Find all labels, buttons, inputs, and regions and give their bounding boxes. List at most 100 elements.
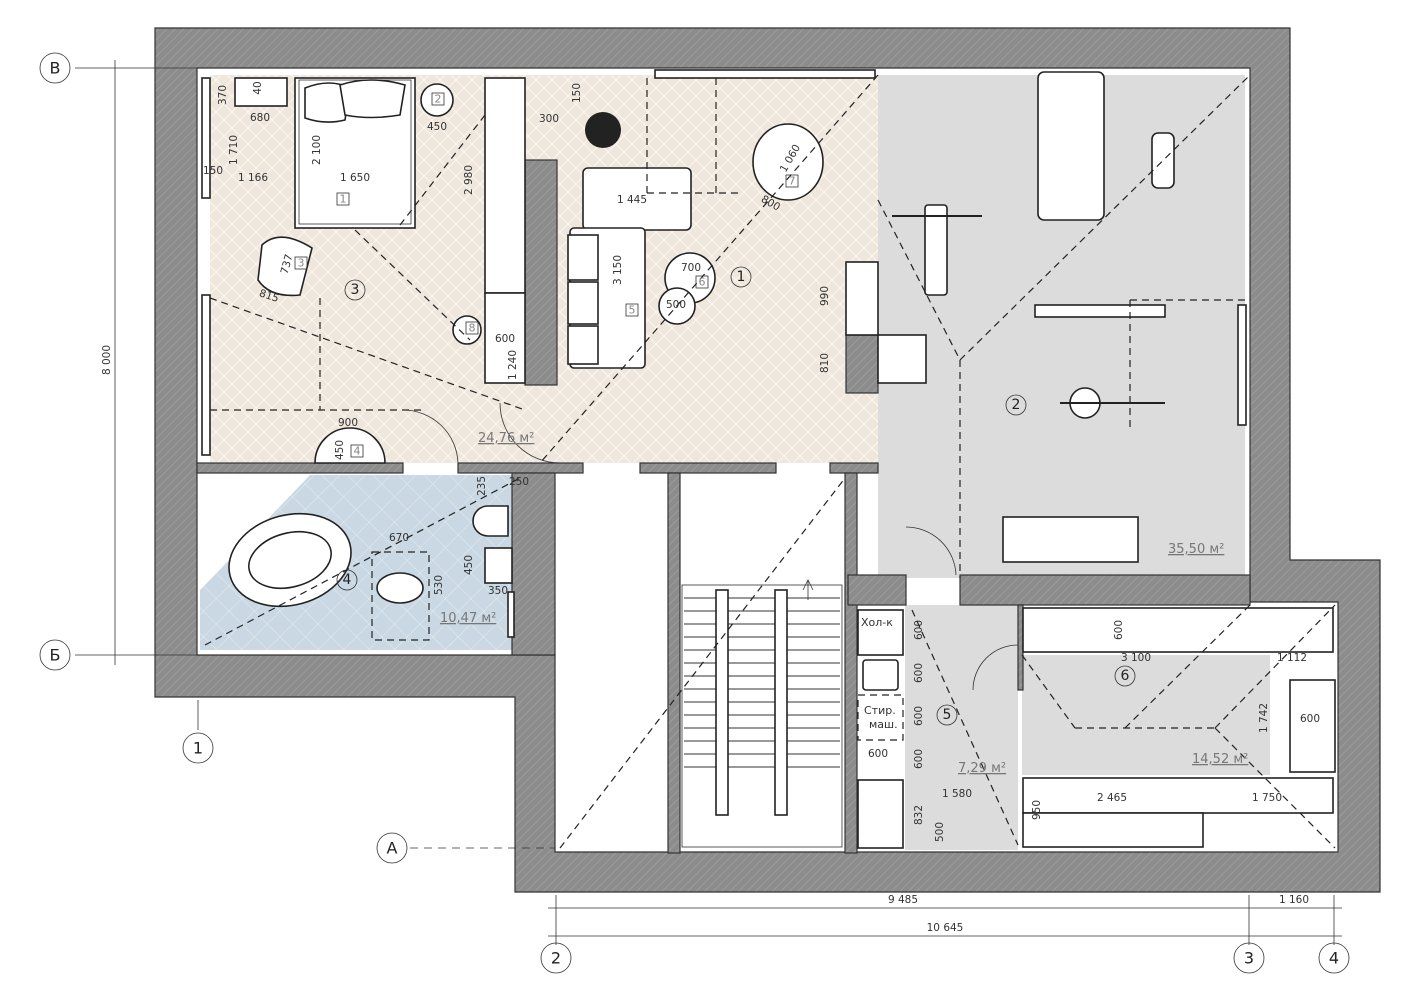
dimension: 3 100 xyxy=(1121,652,1151,664)
dimension: 150 xyxy=(571,83,583,103)
dimension: 250 xyxy=(509,476,529,488)
dimension: 300 xyxy=(539,113,559,125)
tv-unit xyxy=(845,261,879,336)
room-number-2: 2 xyxy=(1012,397,1021,413)
nightstand xyxy=(234,77,288,107)
appliance-labels: Хол-к Стир. маш. xyxy=(861,616,898,731)
furniture-tag: 3 xyxy=(298,257,305,270)
dimension: 815 xyxy=(258,287,281,305)
room-2-gym-floor xyxy=(878,75,1245,578)
dimension: 40 xyxy=(252,81,264,94)
washbasin xyxy=(376,572,424,604)
dimension: 600 xyxy=(1113,620,1125,640)
furniture-tag: 5 xyxy=(629,304,636,317)
room-6-floor xyxy=(1022,655,1270,775)
dimension: 600 xyxy=(1300,713,1320,725)
room-area-1: 24,76 м² xyxy=(478,431,534,446)
bedroom-furniture xyxy=(201,77,526,464)
dimension-labels: 370 40 680 1 710 150 1 166 1 650 2 100 4… xyxy=(203,81,1320,842)
axis-label-b: Б xyxy=(50,646,61,665)
grid-axes: В Б А 1 2 3 4 8 000 9 485 1 160 10 645 xyxy=(39,52,1350,974)
dimension: 737 xyxy=(279,253,296,275)
room-area-4: 10,47 м² xyxy=(440,611,496,626)
total-span-dim: 10 645 xyxy=(927,922,964,934)
dimension: 670 xyxy=(389,532,409,544)
furniture-tag: 1 xyxy=(340,193,347,206)
dimension: 680 xyxy=(250,112,270,124)
dimension: 600 xyxy=(868,748,888,760)
dimension: 450 xyxy=(334,440,346,460)
axis-label-3: 3 xyxy=(1244,949,1254,968)
bathtub-gym xyxy=(1037,71,1105,221)
furniture-tags: 1 2 3 4 5 6 7 8 xyxy=(294,93,799,458)
dimension: 450 xyxy=(427,121,447,133)
interior-walls xyxy=(196,159,1251,854)
round-armchair xyxy=(752,123,824,201)
axis-label-2: 2 xyxy=(551,949,561,968)
furniture-tag: 4 xyxy=(354,445,361,458)
side-table xyxy=(420,83,454,117)
dimension: 900 xyxy=(338,417,358,429)
furniture-tag: 8 xyxy=(469,322,476,335)
washer-label-1: Стир. xyxy=(864,704,896,717)
axis-label-a: А xyxy=(387,839,398,858)
dimension: 2 980 xyxy=(463,165,475,195)
living-furniture xyxy=(402,69,927,464)
dimension: 450 xyxy=(463,555,475,575)
dimension: 600 xyxy=(913,749,925,769)
dimension: 1 445 xyxy=(617,194,647,206)
treadmill xyxy=(1002,516,1139,563)
dimension: 1 742 xyxy=(1258,703,1270,733)
room-5-hall-floor xyxy=(905,605,1018,850)
dimension: 600 xyxy=(913,620,925,640)
dimension: 3 150 xyxy=(612,255,624,285)
dimension: 150 xyxy=(203,165,223,177)
room-number-5: 5 xyxy=(943,707,952,723)
bench xyxy=(924,204,948,296)
gym-equipment xyxy=(877,71,1251,578)
room-labels: 1 24,76 м² 2 35,50 м² 3 4 10,47 м² 5 7,2… xyxy=(336,266,1248,776)
bathroom-fixtures xyxy=(204,477,521,646)
axis-label-1: 1 xyxy=(193,739,203,758)
furniture-tag: 7 xyxy=(789,175,796,188)
furniture-tag: 6 xyxy=(699,276,706,289)
dimension: 1 112 xyxy=(1277,652,1307,664)
dimension: 950 xyxy=(1031,800,1043,820)
room-number-4: 4 xyxy=(343,572,352,588)
dimension: 370 xyxy=(217,85,229,105)
dimension: 832 xyxy=(913,805,925,825)
dimension: 1 710 xyxy=(228,135,240,165)
room-area-2: 35,50 м² xyxy=(1168,542,1224,557)
dresser xyxy=(314,427,386,464)
room-number-1: 1 xyxy=(737,269,746,285)
dimension: 2 100 xyxy=(311,135,323,165)
room-number-6: 6 xyxy=(1121,668,1130,684)
dimension: 1 166 xyxy=(238,172,268,184)
toilet xyxy=(472,505,509,537)
entry-door-swing xyxy=(402,409,459,464)
room-number-3: 3 xyxy=(351,282,360,298)
dimension: 500 xyxy=(666,299,686,311)
dimension: 990 xyxy=(819,286,831,306)
plant xyxy=(585,112,621,148)
axis-label-v: В xyxy=(50,59,61,78)
armchair xyxy=(257,236,313,297)
staircase xyxy=(559,477,846,849)
dimension: 810 xyxy=(819,353,831,373)
dimension: 600 xyxy=(913,663,925,683)
dimension: 1 240 xyxy=(507,350,519,380)
furniture-tag: 2 xyxy=(435,93,442,106)
room-area-6: 14,52 м² xyxy=(1192,752,1248,767)
axis-label-4: 4 xyxy=(1329,949,1339,968)
dimension: 530 xyxy=(433,575,445,595)
span-3-4-dim: 1 160 xyxy=(1279,894,1309,906)
dimension: 235 xyxy=(476,476,488,496)
fridge-label: Хол-к xyxy=(861,616,893,629)
overall-dimension-lines xyxy=(75,60,1342,945)
dimension: 600 xyxy=(913,706,925,726)
span-2-3-dim: 9 485 xyxy=(888,894,918,906)
dimension: 1 650 xyxy=(340,172,370,184)
dimension: 350 xyxy=(488,585,508,597)
dimension: 2 465 xyxy=(1097,792,1127,804)
